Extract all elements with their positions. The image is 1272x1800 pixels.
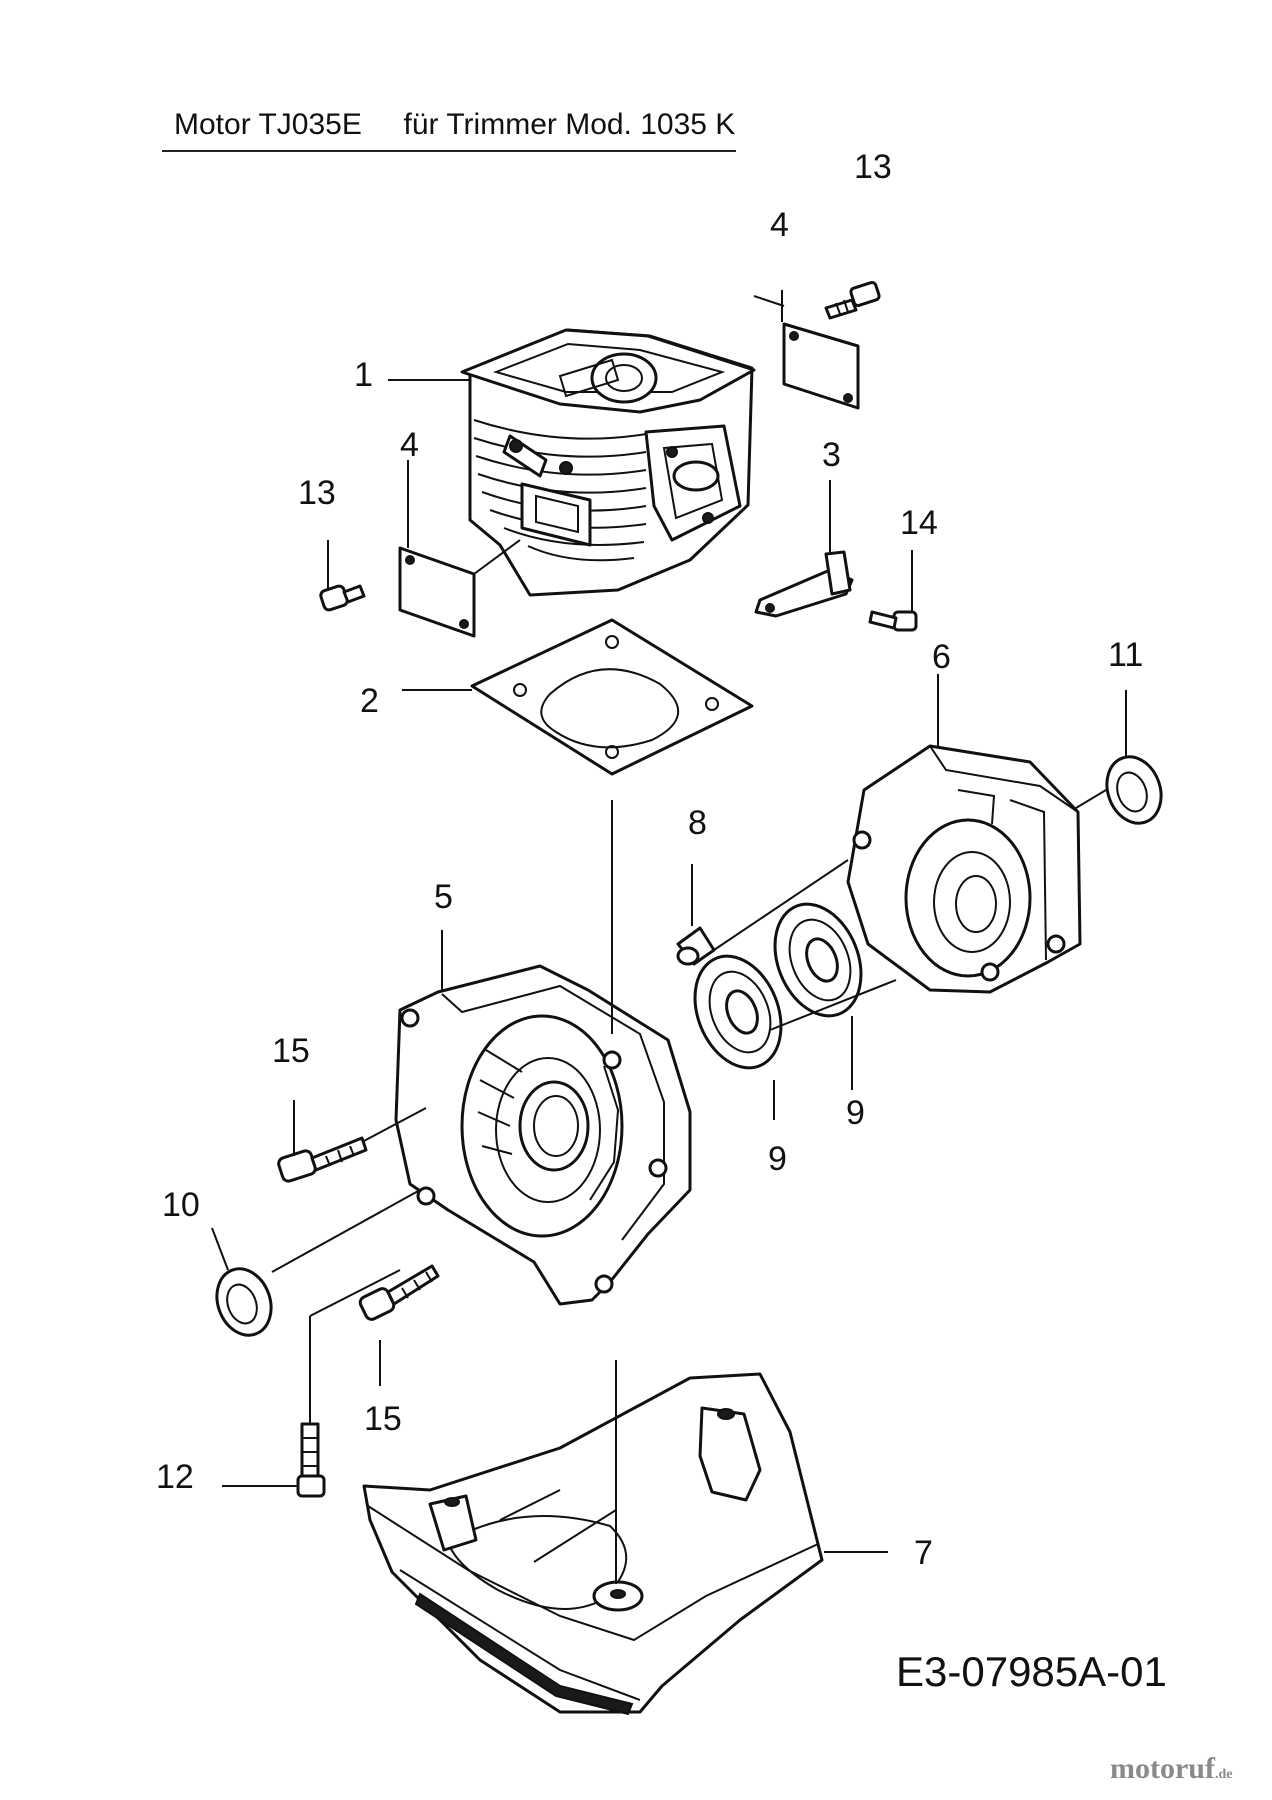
callout-13-upper: 13: [854, 148, 892, 186]
part-screw-13-upper: [824, 280, 881, 320]
callout-12: 12: [156, 1458, 194, 1496]
part-bolt-12: [296, 1422, 326, 1498]
callout-15-lower: 15: [364, 1400, 402, 1438]
title-underline: [162, 150, 736, 152]
part-exhaust-plate-lower: [398, 546, 476, 638]
part-crankcase-right: [846, 744, 1082, 994]
drawing-reference-code: E3-07985A-01: [896, 1648, 1167, 1695]
callout-4-lower: 4: [400, 426, 419, 464]
part-cylinder: [460, 328, 756, 597]
part-exhaust-plate-upper: [782, 322, 860, 410]
callout-9-left: 9: [768, 1140, 787, 1178]
callout-13-lower: 13: [298, 474, 336, 512]
callout-5: 5: [434, 878, 453, 916]
part-fuel-tank-cover: [362, 1372, 824, 1716]
diagram-title: Motor TJ035E für Trimmer Mod. 1035 K: [174, 108, 736, 141]
callout-6: 6: [932, 638, 951, 676]
callout-15-upper: 15: [272, 1032, 310, 1070]
watermark-domain: .de: [1214, 1767, 1233, 1782]
part-bearing-left: [693, 954, 783, 1070]
part-crankcase-left: [394, 964, 692, 1306]
callout-10: 10: [162, 1186, 200, 1224]
callout-7: 7: [914, 1534, 933, 1572]
callout-1: 1: [354, 356, 373, 394]
part-screw-14: [868, 610, 918, 632]
watermark-logo: motoruf.de: [1110, 1752, 1232, 1786]
part-oil-seal-left: [215, 1267, 273, 1337]
part-bolt-15-lower: [358, 1264, 440, 1321]
part-bolt-15-upper: [277, 1136, 368, 1183]
part-oil-seal-right: [1105, 755, 1163, 825]
part-screw-13-lower: [319, 584, 366, 612]
callout-labels: 1 2 3 4 4 5 6 7 8 9 9 10 11 12 13 13 14 …: [156, 148, 1143, 1572]
callout-9-right: 9: [846, 1094, 865, 1132]
part-bearing-right: [773, 902, 863, 1018]
part-cylinder-gasket: [470, 618, 754, 776]
watermark-brand: motoruf: [1110, 1752, 1215, 1785]
leader-lines: [211, 290, 1127, 1584]
part-bracket-lever: [754, 550, 854, 618]
part-dowel-pin: [676, 926, 716, 966]
callout-11: 11: [1108, 636, 1143, 674]
callout-2: 2: [360, 682, 379, 720]
callout-3: 3: [822, 436, 841, 474]
callout-4-upper: 4: [770, 206, 789, 244]
callout-8: 8: [688, 804, 707, 842]
callout-14: 14: [900, 504, 938, 542]
